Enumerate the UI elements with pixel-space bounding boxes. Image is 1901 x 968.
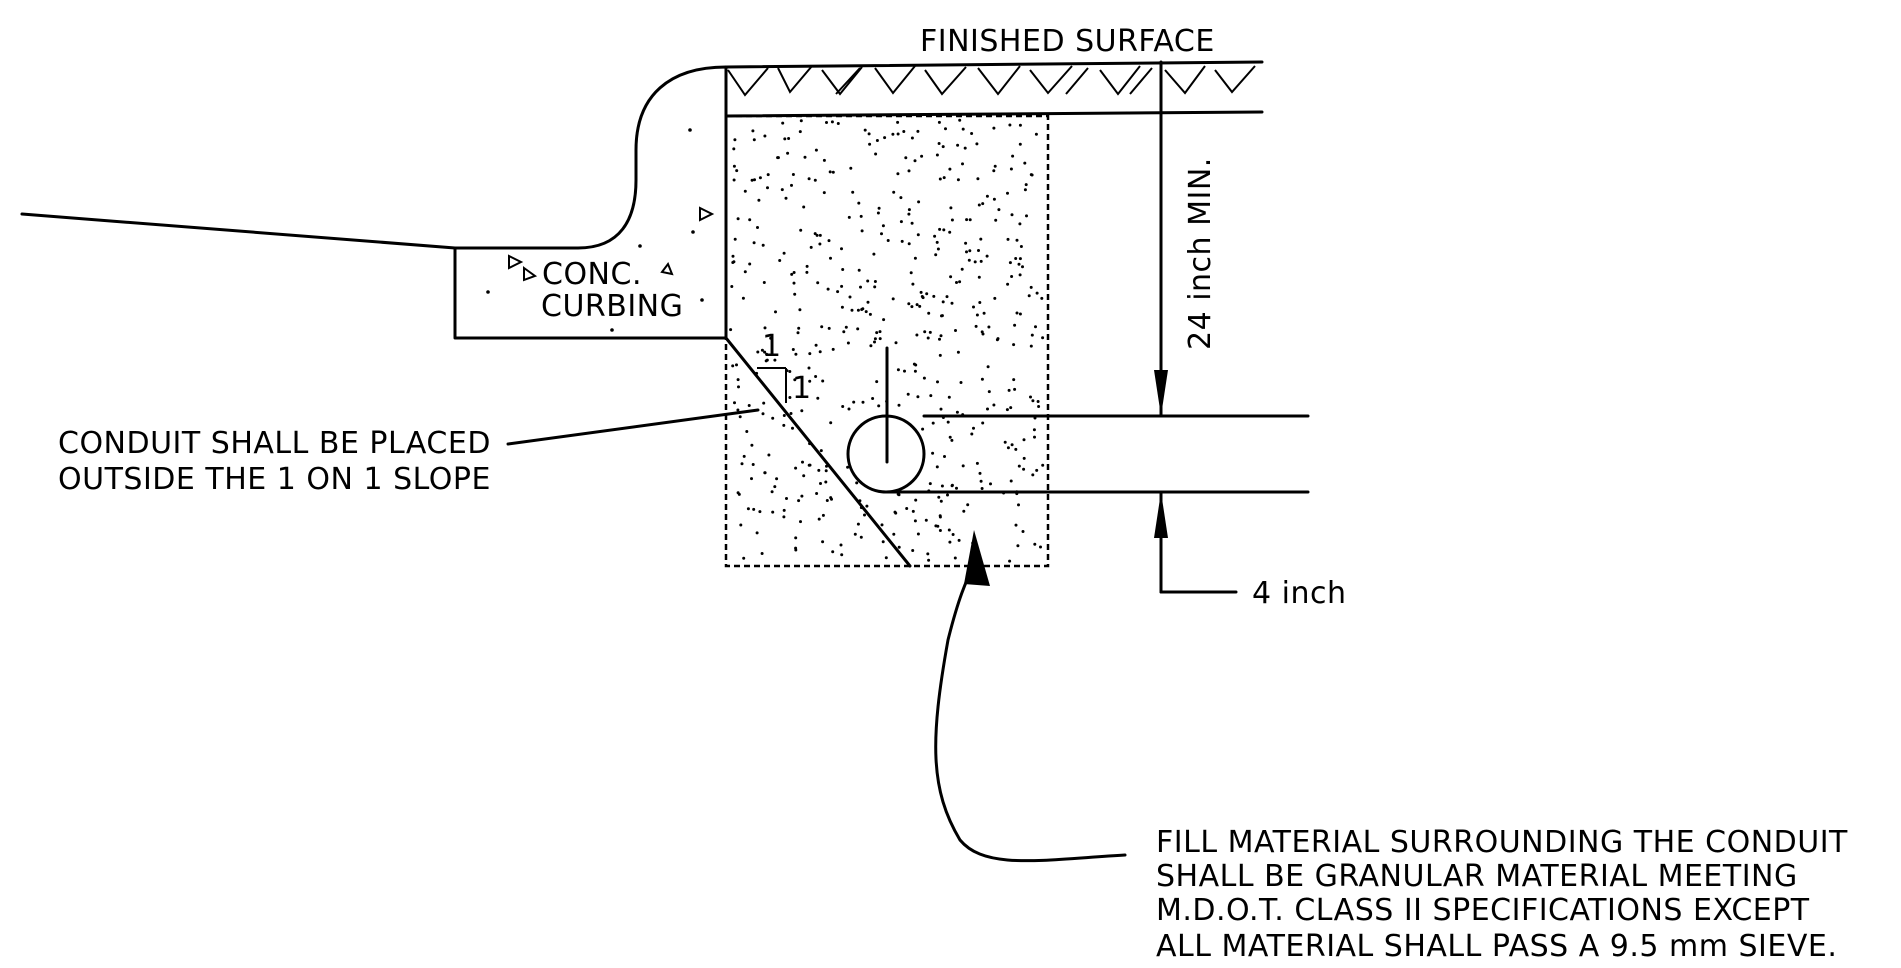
slope-run-label: 1: [792, 371, 812, 406]
slope-rise-label: 1: [762, 329, 782, 364]
fill-note-line2: SHALL BE GRANULAR MATERIAL MEETING: [1156, 859, 1798, 894]
granular-fill-trench: [724, 114, 1050, 568]
finished-surface-label: FINISHED SURFACE: [920, 24, 1215, 59]
fill-note-line3: M.D.O.T. CLASS II SPECIFICATIONS EXCEPT: [1156, 893, 1810, 928]
granular-fill-dots: [729, 118, 1045, 563]
aggregate-triangles: [508, 206, 715, 282]
curb-label-line1: CONC.: [542, 257, 642, 292]
cover-dimension-label: 4 inch: [1252, 576, 1346, 611]
fill-note-line4: ALL MATERIAL SHALL PASS A 9.5 mm SIEVE.: [1156, 929, 1837, 964]
conduit-note-line1: CONDUIT SHALL BE PLACED: [58, 426, 491, 461]
conduit: [846, 346, 1310, 494]
depth-dimension: [1154, 60, 1238, 594]
fill-note-line1: FILL MATERIAL SURROUNDING THE CONDUIT: [1156, 825, 1848, 860]
fill-note-arrowhead: [964, 530, 990, 586]
concrete-curb: [20, 65, 728, 340]
depth-dimension-label: 24 inch MIN.: [1183, 157, 1218, 350]
one-on-one-slope: [724, 336, 912, 568]
conduit-note-leader: [506, 408, 760, 446]
fill-note-leader: [934, 564, 1127, 863]
finished-surface-hatch: [724, 60, 1264, 118]
curb-label-line2: CURBING: [541, 289, 683, 324]
conduit-note-line2: OUTSIDE THE 1 ON 1 SLOPE: [58, 462, 491, 497]
